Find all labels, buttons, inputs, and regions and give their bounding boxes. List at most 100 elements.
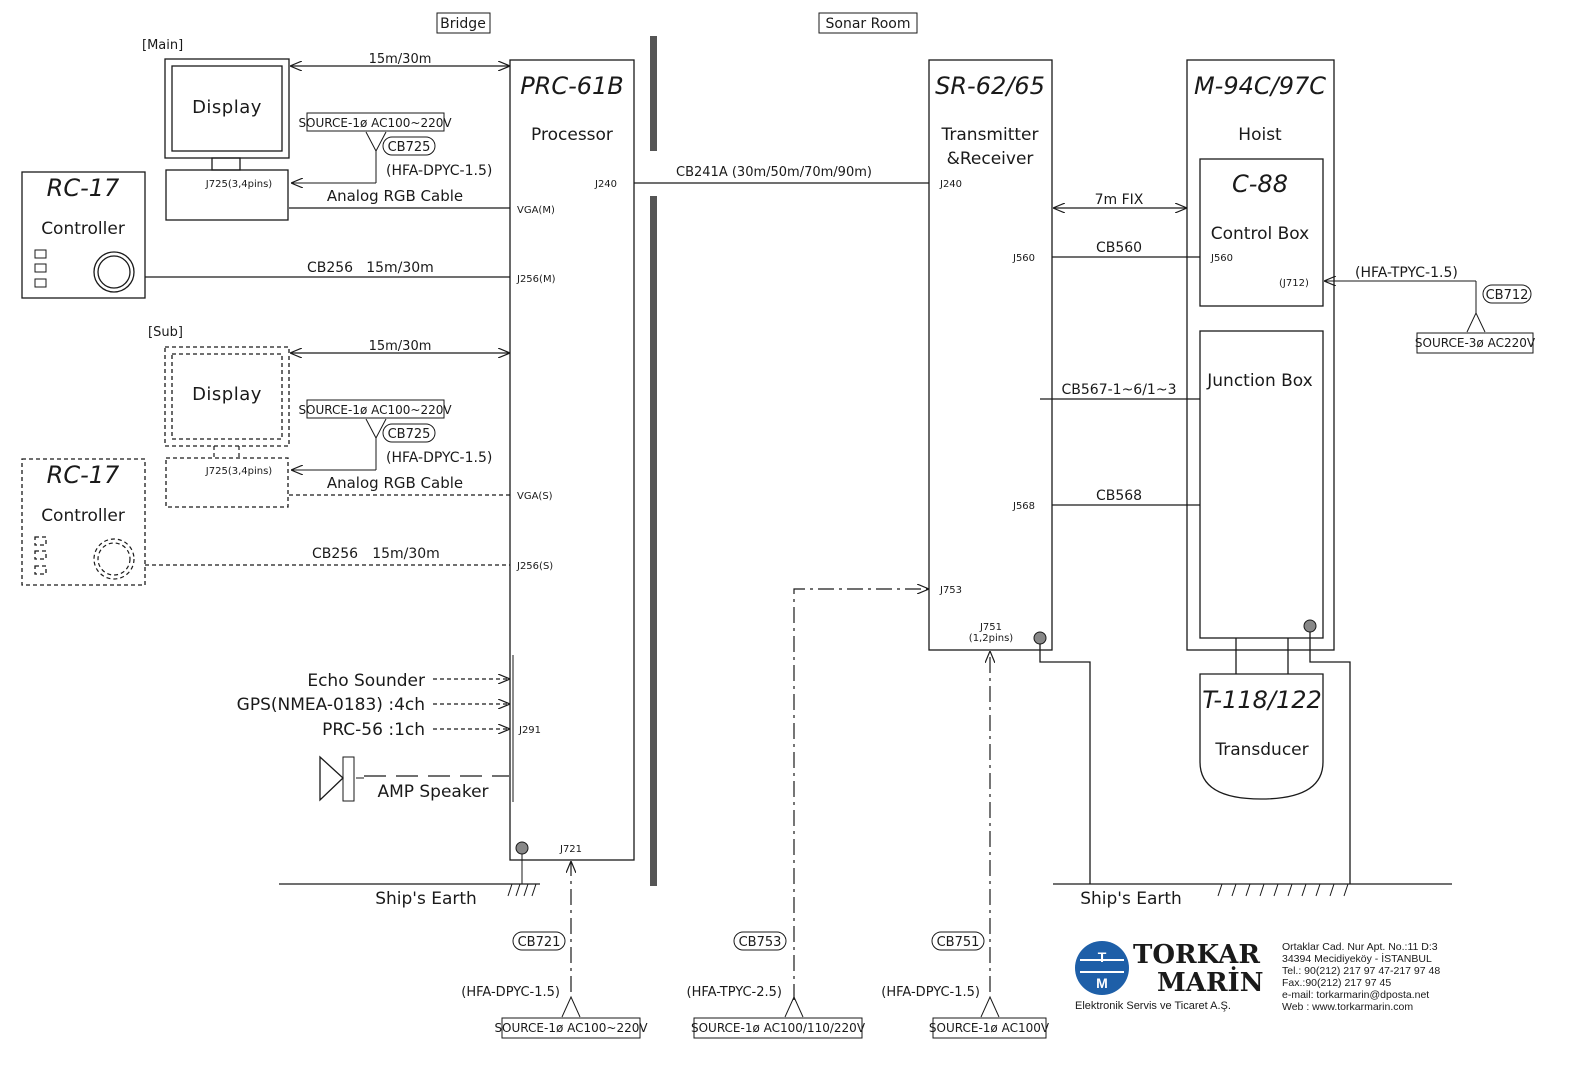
cb256-main-label: CB256 — [307, 260, 353, 276]
cb725-main-label: CB725 — [388, 140, 431, 155]
company-name-2: MARİN — [1157, 966, 1264, 998]
j725-main-label: J725(3,4pins) — [205, 179, 273, 190]
transducer-model: T-118/122 — [1202, 686, 1322, 714]
area-bridge: Bridge — [436, 12, 491, 34]
hfa-dpyc-main-label: (HFA-DPYC-1.5) — [386, 163, 492, 179]
area-sonar-room: Sonar Room — [818, 12, 918, 34]
control-box-name: Control Box — [1211, 224, 1309, 244]
control-box-model: C-88 — [1232, 170, 1288, 198]
rc17-main-name: Controller — [41, 219, 125, 239]
display-main: Display J725(3,4pins) — [164, 58, 290, 221]
source-main-label: SOURCE-1ø AC100~220V — [298, 116, 452, 130]
company-tel: Tel.: 90(212) 217 97 47-217 97 48 — [1282, 965, 1440, 977]
transducer-name: Transducer — [1214, 740, 1308, 760]
control-box: C-88 Control Box J560 (J712) — [1199, 158, 1324, 307]
svg-text:M: M — [1096, 975, 1108, 991]
company-address-1: Ortaklar Cad. Nur Apt. No.:11 D:3 — [1282, 941, 1438, 953]
svg-text:T: T — [1098, 949, 1107, 965]
port-j256-s: J256(S) — [516, 561, 553, 572]
ship-earth-left: Ship's Earth — [375, 889, 477, 909]
area-bridge-label: Bridge — [440, 16, 486, 32]
company-email: e-mail: torkarmarin@dposta.net — [1282, 989, 1429, 1001]
port-j568: J568 — [1012, 501, 1035, 512]
hfa-dpyc-sub-label: (HFA-DPYC-1.5) — [386, 450, 492, 466]
cb725-sub-label: CB725 — [388, 427, 431, 442]
company-logo: T M TORKAR MARİN Elektronik Servis ve Ti… — [1075, 940, 1264, 1012]
hoist-model: M-94C/97C — [1194, 72, 1326, 100]
port-j256-m: J256(M) — [516, 274, 556, 285]
transducer: T-118/122 Transducer — [1199, 673, 1324, 800]
port-j751-pins: (1,2pins) — [969, 633, 1013, 644]
speaker-icon — [319, 755, 364, 802]
area-sonar-room-label: Sonar Room — [826, 16, 911, 32]
hoist-unit: M-94C/97C Hoist — [1186, 59, 1335, 651]
source-751: SOURCE-1ø AC100V — [929, 1017, 1050, 1039]
rgb-main-label: Analog RGB Cable — [327, 187, 463, 205]
cb568-label: CB568 — [1096, 488, 1142, 504]
cb560-label: CB560 — [1096, 240, 1142, 256]
rgb-sub-label: Analog RGB Cable — [327, 474, 463, 492]
cb712-label: CB712 — [1486, 288, 1529, 303]
port-j753: J753 — [939, 585, 962, 596]
source-721: SOURCE-1ø AC100~220V — [494, 1017, 648, 1039]
main-label: [Main] — [142, 38, 183, 53]
port-j712: (J712) — [1279, 278, 1309, 289]
main-display-len: 15m/30m — [369, 52, 432, 67]
input-amp-speaker: AMP Speaker — [377, 782, 488, 802]
source-sub: SOURCE-1ø AC100~220V — [298, 399, 452, 419]
port-j560-tx: J560 — [1012, 253, 1035, 264]
source-753: SOURCE-1ø AC100/110/220V — [691, 1017, 866, 1039]
port-j751: J751 — [979, 622, 1002, 633]
input-echo-sounder: Echo Sounder — [307, 671, 425, 691]
port-vga-m: VGA(M) — [517, 205, 555, 216]
txrx-model: SR-62/65 — [935, 72, 1045, 100]
rc17-sub-name: Controller — [41, 506, 125, 526]
cb721-label: CB721 — [518, 935, 561, 950]
display-main-label: Display — [192, 97, 262, 118]
cb751-label: CB751 — [937, 935, 980, 950]
processor-unit: PRC-61B Processor VGA(M) J256(M) VGA(S) … — [509, 59, 635, 861]
hfa-712-label: (HFA-TPYC-1.5) — [1355, 265, 1458, 281]
rc17-sub-model: RC-17 — [47, 461, 120, 489]
txrx-unit: SR-62/65 Transmitter &Receiver J240 J560… — [928, 59, 1053, 651]
display-sub-label: Display — [192, 384, 262, 405]
rc17-main-model: RC-17 — [47, 174, 120, 202]
fix7m-label: 7m FIX — [1095, 192, 1144, 208]
junction-box: Junction Box — [1199, 330, 1324, 639]
bulkhead-upper — [650, 36, 657, 151]
rc17-sub: RC-17 Controller — [21, 458, 146, 586]
source-753-label: SOURCE-1ø AC100/110/220V — [691, 1021, 866, 1035]
source-main: SOURCE-1ø AC100~220V — [298, 112, 452, 132]
port-j721: J721 — [559, 844, 582, 855]
port-j560-cb: J560 — [1210, 253, 1233, 264]
hoist-name: Hoist — [1238, 125, 1282, 145]
source-712-label: SOURCE-3ø AC220V — [1415, 336, 1536, 350]
sub-display-len: 15m/30m — [369, 339, 432, 354]
j725-sub-label: J725(3,4pins) — [205, 466, 273, 477]
hfa-751-label: (HFA-DPYC-1.5) — [881, 985, 980, 1000]
company-name-1: TORKAR — [1133, 940, 1260, 970]
port-j291: J291 — [518, 725, 541, 736]
input-prc56: PRC-56 :1ch — [322, 720, 425, 740]
hfa-753-label: (HFA-TPYC-2.5) — [687, 985, 782, 1000]
port-vga-s: VGA(S) — [517, 491, 553, 502]
cb567-label: CB567-1~6/1~3 — [1062, 382, 1177, 398]
txrx-name-2: &Receiver — [947, 149, 1034, 169]
bulkhead-lower — [650, 196, 657, 886]
processor-name: Processor — [531, 125, 613, 145]
port-j240-proc: J240 — [594, 179, 617, 190]
company-fax: Fax.:90(212) 217 97 45 — [1282, 977, 1391, 989]
sub-label: [Sub] — [148, 325, 183, 340]
ship-earth-right: Ship's Earth — [1080, 889, 1182, 909]
company-tagline: Elektronik Servis ve Ticaret A.Ş. — [1075, 1000, 1231, 1012]
cb256-sub-len: 15m/30m — [372, 546, 440, 562]
cb256-main-len: 15m/30m — [366, 260, 434, 276]
source-712: SOURCE-3ø AC220V — [1415, 332, 1536, 354]
port-j240-tx: J240 — [939, 179, 962, 190]
company-web: Web : www.torkarmarin.com — [1282, 1001, 1413, 1013]
hfa-721-label: (HFA-DPYC-1.5) — [461, 985, 560, 1000]
company-address-2: 34394 Mecidiyeköy - İSTANBUL — [1282, 952, 1432, 965]
cb241a-label: CB241A (30m/50m/70m/90m) — [676, 165, 872, 180]
source-751-label: SOURCE-1ø AC100V — [929, 1021, 1050, 1035]
